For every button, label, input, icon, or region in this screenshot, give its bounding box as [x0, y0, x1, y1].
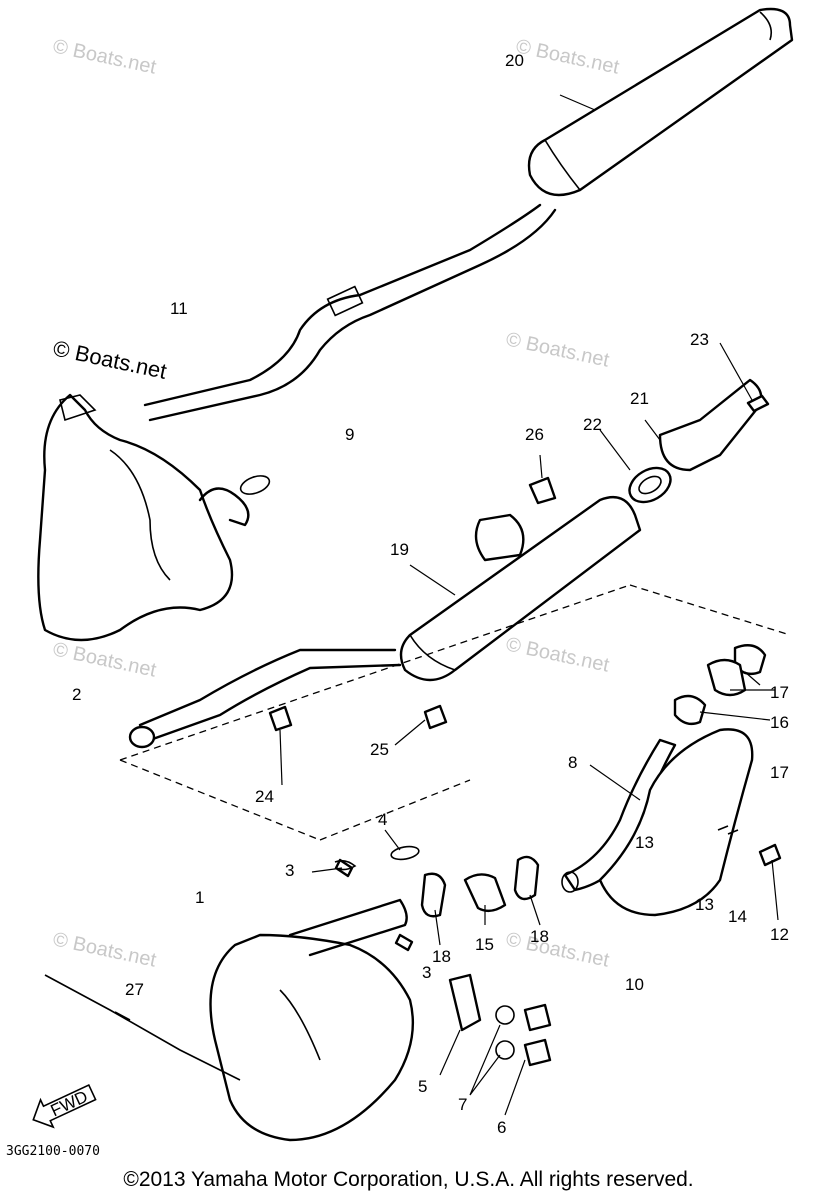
- o-ring-4: [390, 845, 420, 861]
- watermark: © Boats.net: [51, 638, 159, 681]
- protector-14: [598, 728, 754, 917]
- bracket-5: [448, 973, 482, 1032]
- tailpipe-9: [143, 203, 542, 407]
- callout-7: 7: [458, 1095, 467, 1114]
- callout-27: 27: [125, 980, 144, 999]
- diagram-code: 3GG2100-0070: [6, 1144, 100, 1159]
- callout-10: 10: [625, 975, 644, 994]
- callout-23: 23: [690, 330, 709, 349]
- clamp-18a: [420, 872, 447, 918]
- callout-13a: 13: [635, 833, 654, 852]
- middle-silencer-assembly: [119, 378, 791, 841]
- spring-3a: [334, 858, 354, 878]
- silencer-19: [399, 495, 642, 682]
- callout-1: 1: [195, 888, 204, 907]
- callout-18b: 18: [530, 927, 549, 946]
- copyright-notice: ©2013 Yamaha Motor Corporation, U.S.A. A…: [123, 1168, 694, 1191]
- callout-17b: 17: [770, 763, 789, 782]
- callout-11: 11: [170, 299, 188, 318]
- gasket-22: [628, 466, 672, 504]
- callout-15: 15: [475, 935, 494, 954]
- washer-13: [717, 825, 739, 835]
- joint-21: [658, 378, 763, 472]
- watermark: © Boats.net: [514, 35, 622, 78]
- callout-4: 4: [378, 810, 387, 829]
- screw-12: [758, 843, 782, 867]
- watermark: © Boats.net: [51, 35, 159, 78]
- leader-lines: [279, 94, 779, 1116]
- callout-2: 2: [72, 685, 81, 704]
- lower-chamber-assembly: [44, 845, 552, 1142]
- watermark: © Boats.net: [504, 328, 612, 371]
- callout-24: 24: [255, 787, 274, 806]
- callout-20: 20: [505, 51, 524, 70]
- pipe-stay: [138, 648, 397, 727]
- callout-18a: 18: [432, 947, 451, 966]
- expansion-chamber-2: [37, 393, 234, 642]
- clamp-18b: [513, 855, 540, 901]
- clamp-17b: [673, 694, 707, 726]
- callout-25: 25: [370, 740, 389, 759]
- silencer-20: [527, 7, 794, 197]
- right-pipe-assembly: [561, 644, 782, 917]
- upper-silencer-assembly: [37, 7, 794, 642]
- watermark: © Boats.net: [51, 928, 159, 971]
- watermark: © Boats.net: [51, 335, 169, 383]
- spring-27: [44, 974, 241, 1081]
- callout-6: 6: [497, 1118, 506, 1137]
- bolt-24: [268, 705, 293, 732]
- callout-3b: 3: [422, 963, 431, 982]
- callout-13b: 13: [695, 895, 714, 914]
- watermark: © Boats.net: [504, 633, 612, 676]
- watermark: © Boats.net: [504, 928, 612, 971]
- washer-7b: [495, 1040, 515, 1060]
- bolt-6b: [523, 1038, 552, 1067]
- callout-26: 26: [525, 425, 544, 444]
- fwd-label: FWD: [48, 1087, 91, 1121]
- callout-16: 16: [770, 713, 789, 732]
- callout-8: 8: [568, 753, 577, 772]
- bolt-25: [423, 704, 448, 730]
- spring-3b: [394, 933, 414, 952]
- bolt-6a: [523, 1003, 552, 1032]
- callout-9: 9: [345, 425, 354, 444]
- callout-3a: 3: [285, 861, 294, 880]
- callout-19: 19: [390, 540, 409, 559]
- callout-12: 12: [770, 925, 789, 944]
- callouts: 20 11 9 2 23 21 22 26 19 25 24 17 16 17 …: [72, 51, 789, 1137]
- washer-7a: [495, 1005, 515, 1025]
- callout-22: 22: [583, 415, 602, 434]
- fwd-arrow: FWD: [32, 1084, 97, 1129]
- callout-14: 14: [728, 907, 747, 926]
- expansion-chamber-1: [209, 933, 415, 1142]
- bolt-26: [528, 476, 557, 505]
- bolt-23: [746, 394, 770, 413]
- callout-21: 21: [630, 389, 649, 408]
- callout-17a: 17: [770, 683, 789, 702]
- callout-5: 5: [418, 1077, 427, 1096]
- sleeve-15: [463, 873, 507, 913]
